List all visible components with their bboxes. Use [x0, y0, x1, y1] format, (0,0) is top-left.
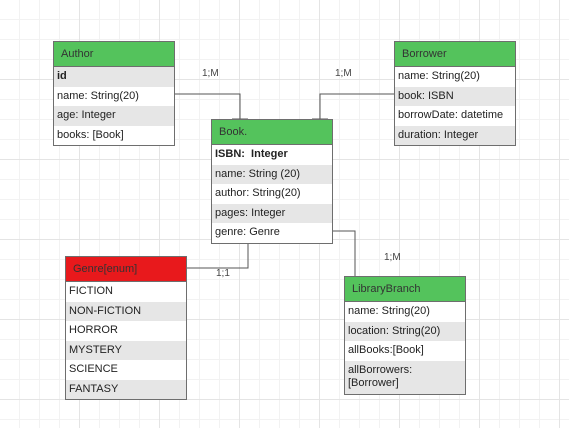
- borrower-field-duration: duration: Integer: [395, 125, 515, 145]
- connector-book-genre: [187, 240, 249, 269]
- librarybranch-field-location: location: String(20): [345, 321, 465, 341]
- entity-author[interactable]: Author id name: String(20) age: Integer …: [53, 41, 175, 146]
- book-field-pages: pages: Integer: [212, 203, 332, 223]
- librarybranch-field-name: name: String(20): [348, 305, 430, 317]
- librarybranch-field-allbooks: allBooks:[Book]: [348, 344, 424, 356]
- librarybranch-field-allborrowers: allBorrowers: [Borrower]: [345, 360, 465, 394]
- author-field-id: id: [54, 67, 174, 87]
- relationship-label-book-genre: 1;1: [216, 268, 230, 279]
- book-field-author: author: String(20): [215, 187, 301, 199]
- entity-librarybranch-title: LibraryBranch: [345, 277, 465, 302]
- entity-borrower[interactable]: Borrower name: String(20) book: ISBN bor…: [394, 41, 516, 146]
- genre-value-science: SCIENCE: [69, 363, 118, 375]
- relationship-label-borrower-book: 1;M: [335, 68, 352, 79]
- entity-genre[interactable]: Genre[enum] FICTION NON-FICTION HORROR M…: [65, 256, 187, 400]
- genre-value-fantasy: FANTASY: [66, 379, 186, 399]
- genre-value-horror: HORROR: [69, 324, 118, 336]
- entity-book-title: Book.: [212, 120, 332, 145]
- borrower-field-borrowdate: borrowDate: datetime: [398, 109, 504, 121]
- relationship-label-author-book: 1;M: [202, 68, 219, 79]
- borrower-field-name: name: String(20): [398, 70, 480, 82]
- author-field-age: age: Integer: [54, 106, 174, 126]
- entity-borrower-title: Borrower: [395, 42, 515, 67]
- entity-book[interactable]: Book. ISBN: Integer name: String (20) au…: [211, 119, 333, 244]
- connector-book-librarybranch: [332, 230, 356, 277]
- borrower-field-book: book: ISBN: [395, 86, 515, 106]
- book-field-name: name: String (20): [212, 164, 332, 184]
- genre-value-fiction: FICTION: [69, 285, 113, 297]
- book-field-genre: genre: Genre: [215, 226, 280, 238]
- entity-author-title: Author: [54, 42, 174, 67]
- author-field-name: name: String(20): [57, 89, 139, 102]
- genre-value-mystery: MYSTERY: [66, 340, 186, 360]
- entity-librarybranch[interactable]: LibraryBranch name: String(20) location:…: [344, 276, 466, 395]
- entity-genre-title: Genre[enum]: [66, 257, 186, 282]
- genre-value-non-fiction: NON-FICTION: [66, 301, 186, 321]
- relationship-label-book-librarybranch: 1;M: [384, 252, 401, 263]
- book-field-isbn: ISBN: Integer: [215, 148, 288, 160]
- connector-author-book: [175, 93, 241, 119]
- connector-borrower-book: [319, 93, 394, 119]
- author-field-books: books: [Book]: [57, 128, 124, 141]
